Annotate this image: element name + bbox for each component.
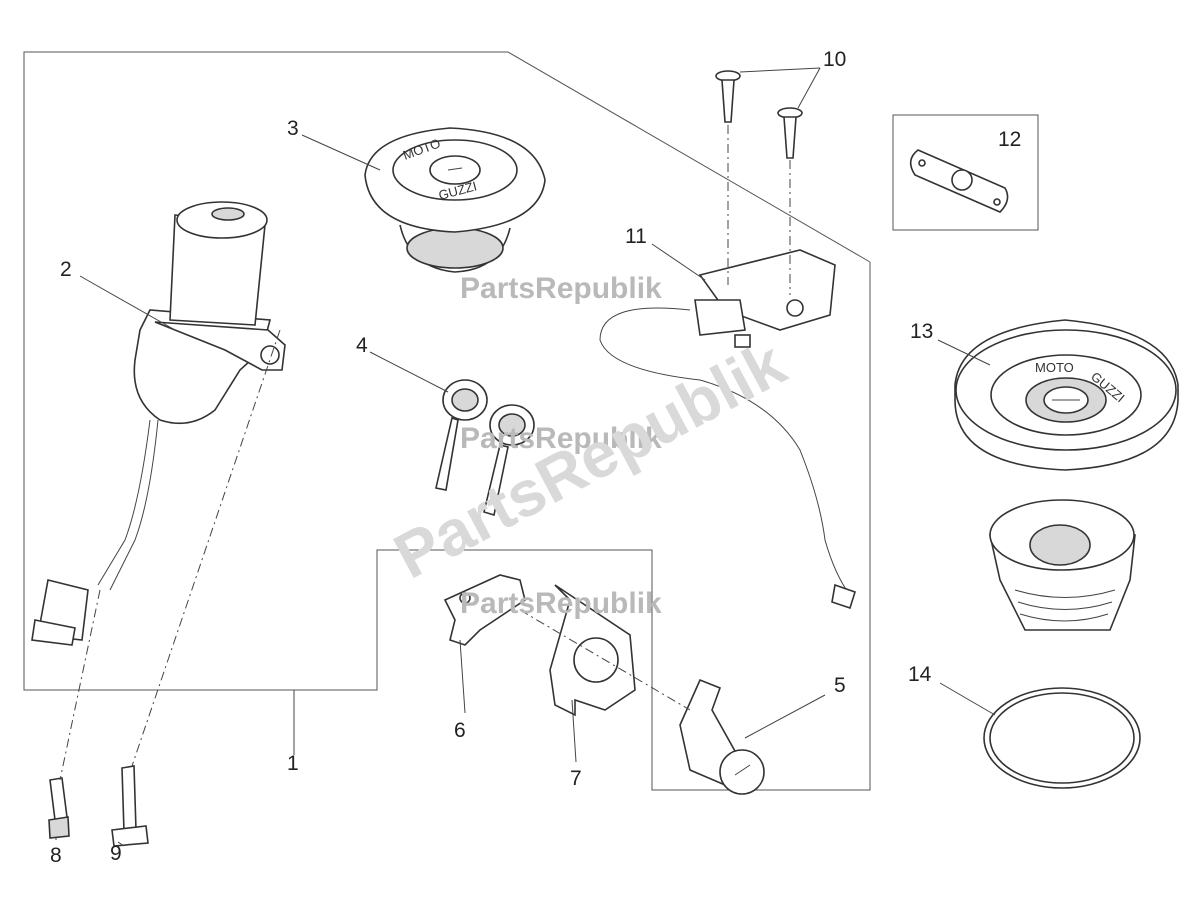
fuel-cap-assembly-13-part: MOTO GUZZI	[954, 319, 1179, 631]
watermark-middle: PartsRepublik	[460, 422, 662, 455]
lock-cylinder-part	[679, 678, 765, 795]
plate-6-part	[443, 574, 526, 646]
screw-8-part	[48, 777, 70, 839]
group-frame-1	[23, 51, 871, 791]
circlip-14-part	[983, 687, 1141, 789]
watermark-top: PartsRepublik	[460, 272, 662, 305]
callout-4: 4	[356, 334, 368, 357]
callout-5: 5	[834, 674, 846, 697]
gasket-12-part	[909, 149, 1009, 213]
callout-6: 6	[454, 719, 466, 742]
callout-1: 1	[287, 752, 299, 775]
callout-11: 11	[625, 225, 647, 248]
screws-10-part	[715, 70, 803, 159]
ignition-switch-part	[31, 201, 286, 646]
keys-part	[435, 379, 535, 517]
assembly-lines	[59, 125, 791, 781]
leader-lines	[55, 67, 996, 847]
callout-labels: 1 2 3 4 5 6 7 8 9 10 11 12 13 14	[50, 48, 1021, 867]
watermark-bottom: PartsRepublik	[460, 587, 662, 620]
callout-3: 3	[287, 117, 299, 140]
callout-14: 14	[908, 663, 932, 686]
callout-8: 8	[50, 844, 62, 867]
callout-12: 12	[998, 128, 1021, 151]
callout-9: 9	[110, 842, 122, 865]
callout-7: 7	[570, 767, 582, 790]
fuel-cap-part: MOTO GUZZI	[364, 127, 546, 273]
bolt-9-part	[111, 765, 149, 847]
sensor-11-part	[599, 249, 856, 610]
group-frame-12	[892, 114, 1039, 231]
cap13-moto-text: MOTO	[1035, 360, 1074, 375]
callout-13: 13	[910, 320, 933, 343]
callout-10: 10	[823, 48, 846, 71]
bracket-7-part	[549, 584, 636, 717]
callout-2: 2	[60, 258, 72, 281]
